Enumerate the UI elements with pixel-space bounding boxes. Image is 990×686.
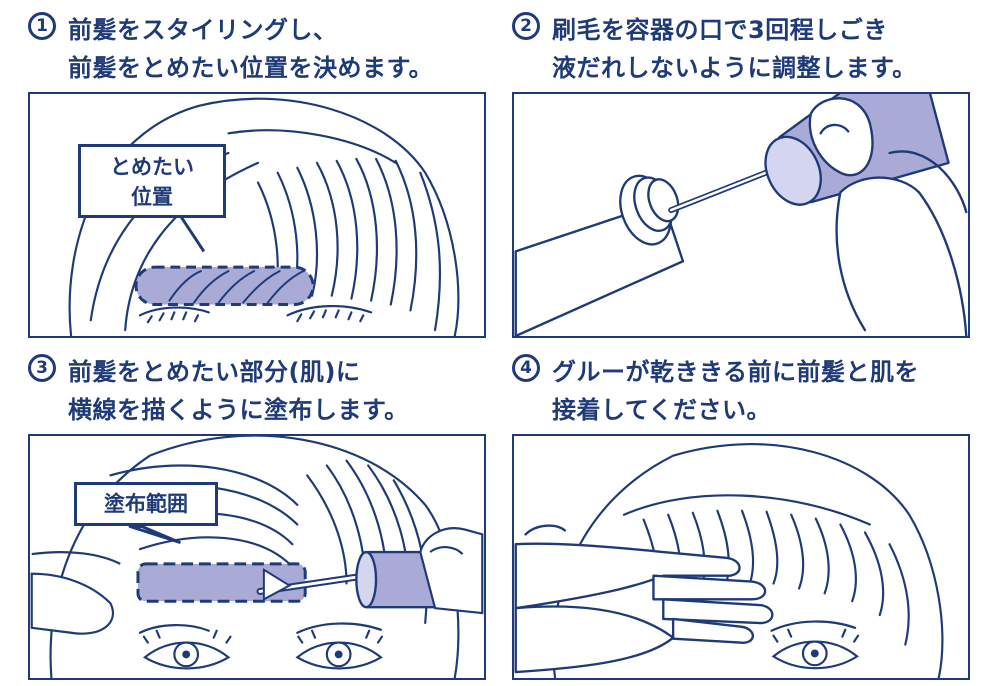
target-position-callout: とめたい 位置 [78, 144, 226, 218]
step-2-instruction-line-1: 刷毛を容器の口で3回程しごき [552, 16, 888, 44]
step-4-instruction-line-2: 接着してください。 [552, 396, 772, 424]
step-4-number: 4 [512, 354, 540, 382]
step-1-instruction-line-1: 前髪をスタイリングし、 [68, 16, 338, 44]
step-1-illustration: とめたい 位置 [28, 92, 486, 338]
target-position-callout-line-1: とめたい [110, 155, 194, 179]
step-1-instruction-line-2: 前髪をとめたい位置を決めます。 [68, 54, 434, 82]
step-2-illustration [512, 92, 970, 338]
bangs-attaching-illustration [514, 443, 944, 678]
target-position-callout-line-2: 位置 [131, 185, 173, 209]
application-area-callout: 塗布範囲 [74, 482, 218, 526]
application-area-callout-label: 塗布範囲 [104, 492, 188, 516]
step-2: 2 刷毛を容器の口で3回程しごき 液だれしないように調整します。 [512, 10, 974, 340]
step-4-heading: 4 グルーが乾ききる前に前髪と肌を 接着してください。 [512, 352, 974, 432]
bangs-styling-illustration [68, 97, 460, 336]
step-2-number: 2 [512, 12, 540, 40]
step-1-heading: 1 前髪をスタイリングし、 前髪をとめたい位置を決めます。 [28, 10, 490, 90]
step-3-instruction-line-1: 前髪をとめたい部分(肌)に [68, 358, 361, 386]
step-1: 1 前髪をスタイリングし、 前髪をとめたい位置を決めます。 [28, 10, 490, 340]
step-4: 4 グルーが乾ききる前に前髪と肌を 接着してください。 [512, 352, 974, 682]
brush-wiping-illustration [514, 94, 968, 336]
step-3-instruction-line-2: 横線を描くように塗布します。 [68, 396, 409, 424]
glue-application-illustration [30, 436, 484, 678]
step-1-number: 1 [28, 12, 56, 40]
step-3-heading: 3 前髪をとめたい部分(肌)に 横線を描くように塗布します。 [28, 352, 490, 432]
step-3-illustration: 塗布範囲 [28, 434, 486, 680]
step-3: 3 前髪をとめたい部分(肌)に 横線を描くように塗布します。 [28, 352, 490, 682]
step-4-instruction-line-1: グルーが乾ききる前に前髪と肌を [552, 358, 920, 386]
step-4-illustration [512, 434, 970, 680]
step-2-heading: 2 刷毛を容器の口で3回程しごき 液だれしないように調整します。 [512, 10, 974, 90]
step-3-number: 3 [28, 354, 56, 382]
step-2-instruction-line-2: 液だれしないように調整します。 [552, 54, 917, 82]
